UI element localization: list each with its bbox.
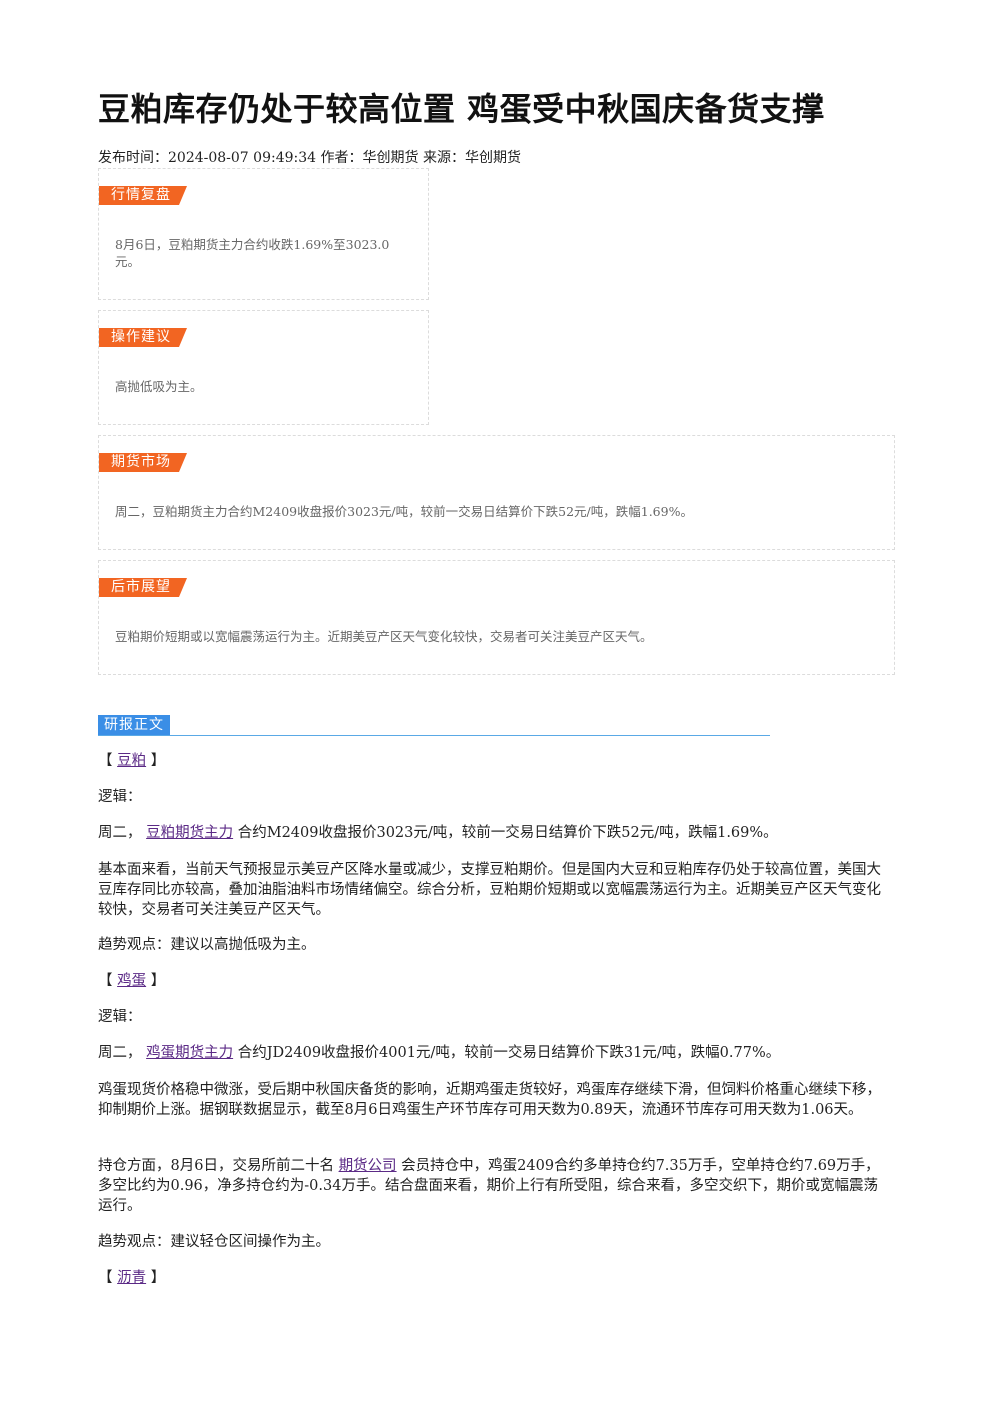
soymeal-trend: 趋势观点：建议以高抛低吸为主。	[98, 937, 316, 953]
bracket-open: 【	[98, 753, 113, 769]
bracket-close: 】	[150, 753, 166, 769]
market-review-text: 8月6日，豆粕期货主力合约收跌1.69%至3023.0元。	[115, 237, 390, 269]
futures-company-link[interactable]: 期货公司	[338, 1158, 397, 1174]
outlook-tag: 后市展望	[99, 578, 187, 597]
advice-box: 操作建议 高抛低吸为主。	[98, 310, 429, 425]
page-title: 豆粕库存仍处于较高位置 鸡蛋受中秋国庆备货支撑	[98, 90, 825, 128]
futures-market-box: 期货市场 周二，豆粕期货主力合约M2409收盘报价3023元/吨，较前一交易日结…	[98, 435, 895, 550]
egg-price-prefix: 周二，	[98, 1045, 142, 1061]
soymeal-logic-label: 逻辑：	[98, 789, 142, 805]
outlook-box: 后市展望 豆粕期价短期或以宽幅震荡运行为主。近期美豆产区天气变化较快，交易者可关…	[98, 560, 895, 675]
egg-position-paragraph: 持仓方面，8月6日，交易所前二十名 期货公司 会员持仓中，鸡蛋2409合约多单持…	[98, 1156, 888, 1216]
bracket-open: 【	[98, 973, 113, 989]
asphalt-heading: 【 沥青 】	[98, 1268, 888, 1288]
egg-spot-paragraph: 鸡蛋现货价格稳中微涨，受后期中秋国庆备货的影响，近期鸡蛋走货较好，鸡蛋库存继续下…	[98, 1082, 881, 1118]
egg-position-text: 会员持仓中，鸡蛋2409合约多单持仓约7.35万手，空单持仓约7.69万手，多空…	[98, 1158, 880, 1214]
egg-heading: 【 鸡蛋 】	[98, 971, 888, 991]
outlook-text: 豆粕期价短期或以宽幅震荡运行为主。近期美豆产区天气变化较快，交易者可关注美豆产区…	[115, 629, 653, 644]
soymeal-price-text: 合约M2409收盘报价3023元/吨，较前一交易日结算价下跌52元/吨，跌幅1.…	[237, 825, 778, 841]
asphalt-link[interactable]: 沥青	[117, 1270, 147, 1286]
bracket-close: 】	[150, 973, 166, 989]
article-meta: 发布时间：2024-08-07 09:49:34 作者：华创期货 来源：华创期货	[98, 150, 521, 166]
soymeal-price-paragraph: 周二， 豆粕期货主力 合约M2409收盘报价3023元/吨，较前一交易日结算价下…	[98, 823, 888, 843]
egg-main-contract-link[interactable]: 鸡蛋期货主力	[146, 1045, 234, 1061]
futures-market-tag: 期货市场	[99, 453, 187, 472]
egg-position-prefix: 持仓方面，8月6日，交易所前二十名	[98, 1158, 334, 1174]
market-review-box: 行情复盘 8月6日，豆粕期货主力合约收跌1.69%至3023.0元。	[98, 168, 429, 300]
bracket-open: 【	[98, 1270, 113, 1286]
egg-trend: 趋势观点：建议轻仓区间操作为主。	[98, 1234, 330, 1250]
advice-tag: 操作建议	[99, 328, 187, 347]
futures-market-text: 周二，豆粕期货主力合约M2409收盘报价3023元/吨，较前一交易日结算价下跌5…	[115, 504, 693, 519]
report-section-header: 研报正文	[98, 715, 770, 736]
soymeal-main-contract-link[interactable]: 豆粕期货主力	[146, 825, 234, 841]
egg-price-paragraph: 周二， 鸡蛋期货主力 合约JD2409收盘报价4001元/吨，较前一交易日结算价…	[98, 1043, 888, 1063]
market-review-tag: 行情复盘	[99, 186, 187, 205]
egg-price-text: 合约JD2409收盘报价4001元/吨，较前一交易日结算价下跌31元/吨，跌幅0…	[237, 1045, 781, 1061]
egg-link[interactable]: 鸡蛋	[117, 973, 147, 989]
egg-logic-label: 逻辑：	[98, 1009, 142, 1025]
advice-text: 高抛低吸为主。	[115, 379, 203, 394]
soymeal-heading: 【 豆粕 】	[98, 751, 888, 771]
bracket-close: 】	[150, 1270, 166, 1286]
soymeal-price-prefix: 周二，	[98, 825, 142, 841]
report-section-tag: 研报正文	[98, 715, 170, 735]
soymeal-link[interactable]: 豆粕	[117, 753, 147, 769]
soymeal-fundamental-paragraph: 基本面来看，当前天气预报显示美豆产区降水量或减少，支撑豆粕期价。但是国内大豆和豆…	[98, 862, 881, 918]
